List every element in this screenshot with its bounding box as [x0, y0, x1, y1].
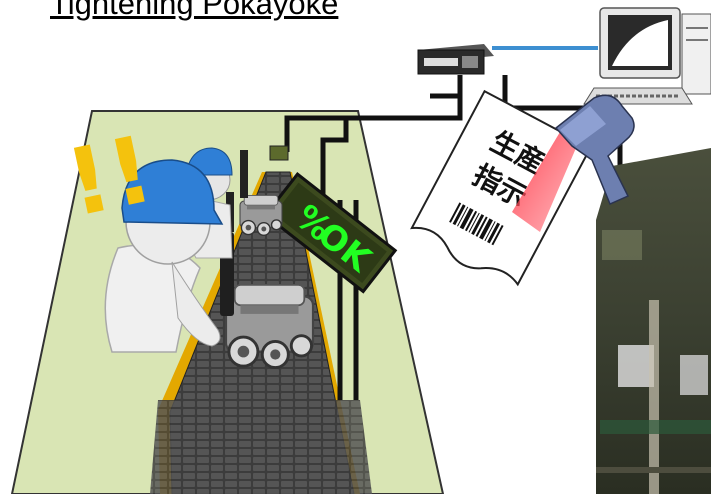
computer-icon [584, 8, 711, 104]
engine-icon [240, 195, 282, 235]
engine-icon [226, 285, 313, 368]
production-order-sheet: 生産 指示 [408, 91, 591, 292]
network-switch-icon [418, 44, 494, 74]
indicator-box [270, 146, 288, 160]
